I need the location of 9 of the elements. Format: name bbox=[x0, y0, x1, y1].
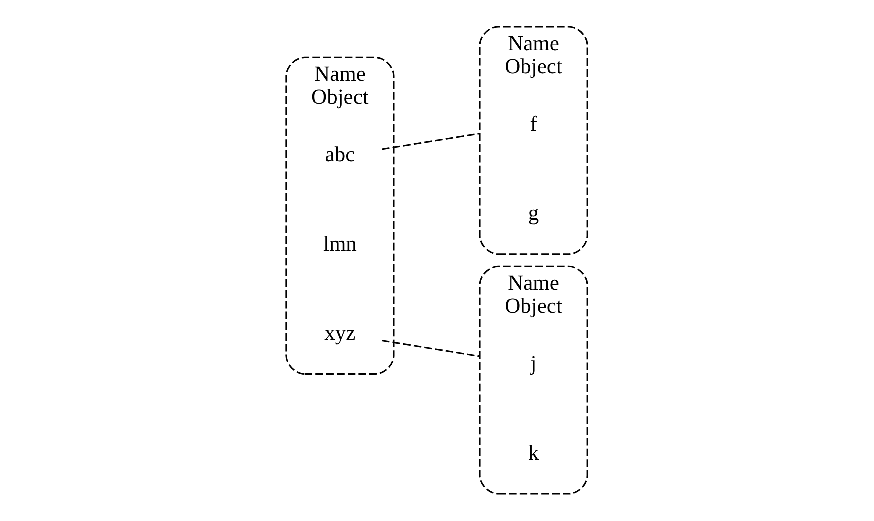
node-text: lmn bbox=[323, 232, 357, 256]
node-text: k bbox=[528, 440, 540, 465]
node-text: f bbox=[530, 112, 538, 136]
node-text: j bbox=[530, 352, 537, 376]
node-text: abc bbox=[325, 142, 356, 167]
node-text: g bbox=[528, 201, 540, 226]
connector bbox=[382, 132, 480, 150]
connector bbox=[382, 340, 480, 358]
node-text: xyz bbox=[324, 320, 356, 345]
